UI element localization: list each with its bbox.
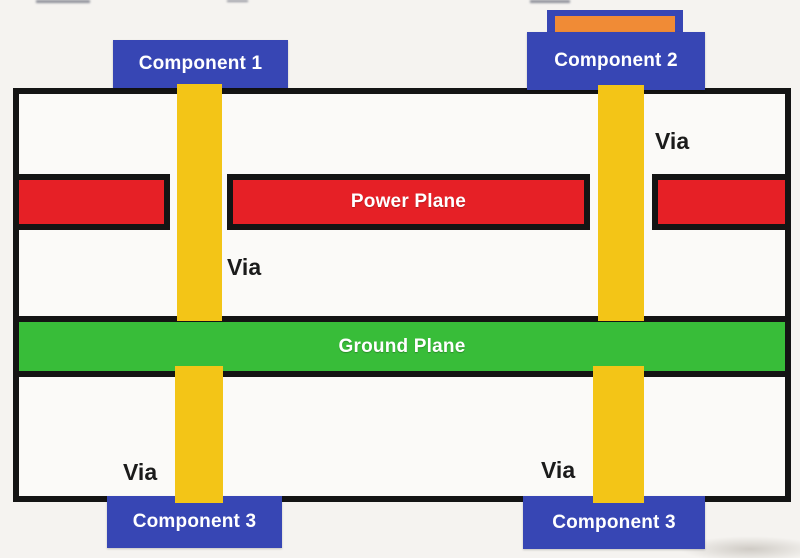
via-label-top-right: Via [655,128,690,154]
component-3-left-box: Component 3 [107,496,282,548]
component-2-label: Component 2 [554,50,678,71]
power-plane-segment-right [652,174,791,230]
component-1-label: Component 1 [138,53,263,74]
via-bar-bottom-left [175,366,223,503]
component-1-box: Component 1 [113,40,288,88]
component-3-left-label: Component 3 [132,511,257,532]
power-plane-label: Power Plane [350,191,467,212]
component-3-right-box: Component 3 [523,496,705,549]
via-bar-top-left [177,84,222,321]
ground-plane-label: Ground Plane [338,335,466,357]
via-label-top-left: Via [227,254,262,280]
top-edge-artifact-2 [227,0,248,2]
power-plane-segment-center: Power Plane [227,174,590,230]
corner-shadow [680,536,800,558]
pcb-board-body [13,88,791,502]
via-label-bottom-right: Via [541,457,576,483]
pcb-board-outline [13,88,791,502]
component-3-right-label: Component 3 [552,511,676,533]
power-plane-segment-left [13,174,170,230]
component-2-box: Component 2 [527,32,705,90]
component-2-chip [555,16,675,33]
via-bar-bottom-right [593,366,644,503]
top-edge-artifact-1 [36,0,90,3]
ground-plane: Ground Plane [13,316,791,377]
via-bar-top-right [598,85,644,321]
top-edge-artifact-3 [530,0,570,3]
via-label-bottom-left: Via [123,459,158,485]
